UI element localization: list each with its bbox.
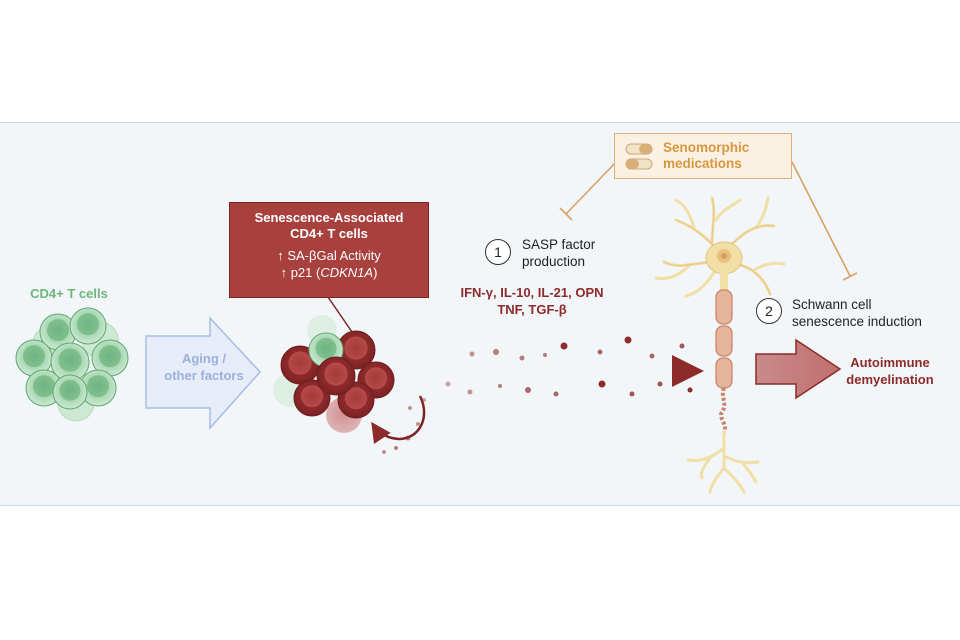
figure-panel xyxy=(0,122,960,506)
step-1-text: SASP factor production xyxy=(522,237,596,269)
step-2-badge: 2 xyxy=(756,298,782,324)
cytokine-list: IFN-γ, IL-10, IL-21, OPN TNF, TGF-β xyxy=(460,285,604,317)
senescent-cells-box: Senescence-Associated CD4+ T cells ↑ SA-… xyxy=(229,202,429,298)
step-2-text: Schwann cell senescence induction xyxy=(792,297,922,329)
outcome-arrow-icon xyxy=(755,338,842,400)
healthy-cells-label: CD4+ T cells xyxy=(30,286,108,301)
senescent-cell-cluster-icon xyxy=(273,315,395,433)
outcome-label: Autoimmune demyelination xyxy=(846,355,934,387)
step-1-badge: 1 xyxy=(485,239,511,265)
neuron-icon xyxy=(654,196,786,494)
aging-arrow-icon xyxy=(145,316,262,430)
senomorphic-box: Senomorphic medications xyxy=(614,133,792,179)
senomorphic-label: Senomorphic medications xyxy=(663,140,750,171)
inhibition-arrow-icon xyxy=(559,159,858,281)
pill-icon xyxy=(625,143,653,170)
sa-bgal-marker: ↑ SA-βGal Activity xyxy=(277,248,381,263)
healthy-cell-cluster-icon xyxy=(15,307,129,422)
aging-label: Aging / other factors xyxy=(164,351,244,383)
cytokine-particles xyxy=(382,336,693,454)
autocrine-loop-arrow-icon xyxy=(371,395,426,445)
p21-marker: ↑ p21 (CDKN1A) xyxy=(280,265,378,280)
